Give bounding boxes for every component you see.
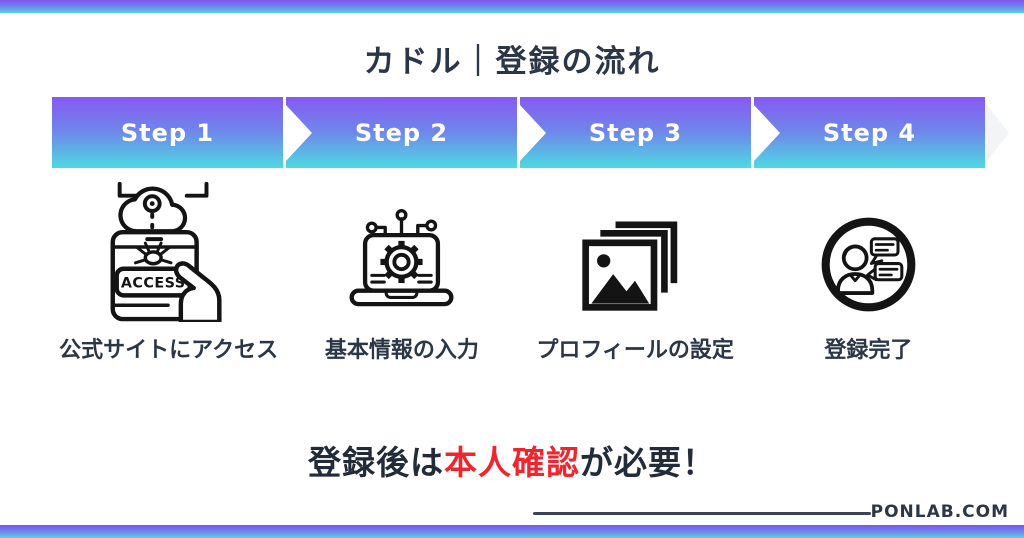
- step-3-column: プロフィールの設定: [519, 172, 752, 364]
- step-2-caption: 基本情報の入力: [324, 338, 479, 363]
- brand-logo-text: PONLAB.COM: [870, 502, 1009, 522]
- step-4-banner-segment: Step 4: [754, 97, 1009, 168]
- step-4-column: 登録完了: [752, 172, 985, 364]
- photo-stack-icon: [579, 217, 691, 318]
- page-title: カドル｜登録の流れ: [363, 44, 661, 80]
- cloud-access-phone-icon: ACCESS: [95, 174, 243, 322]
- step-1-caption: 公式サイトにアクセス: [59, 338, 279, 363]
- steps-columns: ACCESS 公式サイトにアクセス: [52, 172, 985, 364]
- chevron-right-icon: [754, 104, 780, 161]
- step-4-caption: 登録完了: [824, 338, 913, 363]
- verification-note: 登録後は本人確認が必要！: [0, 436, 1024, 484]
- step-1-banner-segment: Step 1: [52, 97, 283, 168]
- note-prefix: 登録後は: [308, 443, 444, 482]
- footer-divider-line: [533, 512, 871, 515]
- person-chat-icon: [819, 215, 918, 314]
- step-3-banner-segment: Step 3: [520, 97, 751, 168]
- top-gradient-bar: [0, 0, 1024, 13]
- chevron-right-icon: [286, 104, 312, 161]
- step-3-caption: プロフィールの設定: [536, 338, 734, 363]
- note-suffix: が必要！: [580, 443, 716, 482]
- laptop-gear-icon: [344, 206, 459, 316]
- note-highlight: 本人確認: [444, 443, 580, 482]
- bottom-gradient-bar: [0, 525, 1024, 538]
- step-4-label: Step 4: [822, 118, 917, 147]
- step-3-label: Step 3: [588, 118, 683, 147]
- step-2-label: Step 2: [354, 118, 449, 147]
- step-1-label: Step 1: [120, 118, 215, 147]
- step-2-column: 基本情報の入力: [285, 172, 518, 364]
- chevron-right-icon: [520, 104, 546, 161]
- step-1-column: ACCESS 公式サイトにアクセス: [52, 172, 285, 364]
- chevron-right-end-icon: [985, 102, 1009, 163]
- access-badge-label: ACCESS: [120, 275, 185, 291]
- step-2-banner-segment: Step 2: [286, 97, 517, 168]
- steps-banner: Step 1 Step 2 Step 3 Step 4: [52, 97, 1009, 168]
